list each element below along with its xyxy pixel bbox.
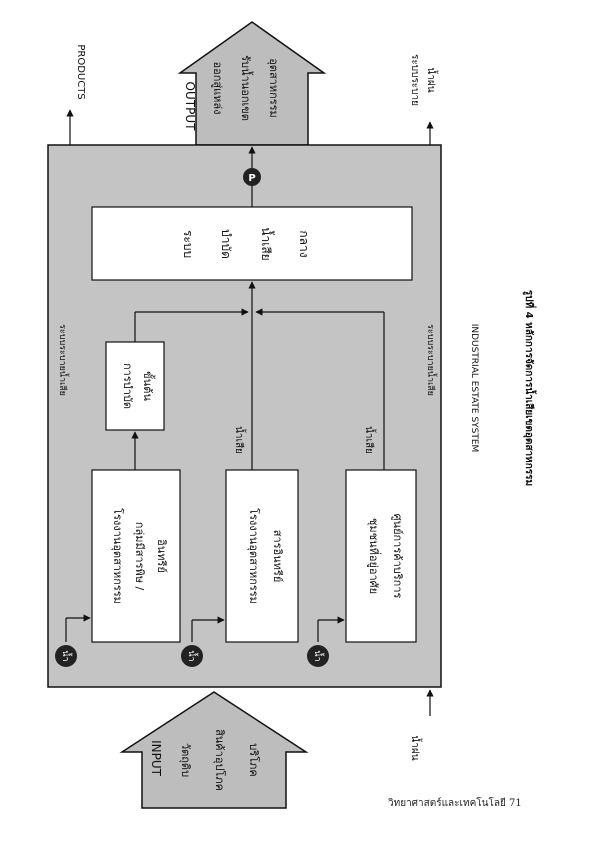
figure-caption: รูปที่ 4 หลักการจัดการน้ำเสียเขตอุตสาหกร… [522,290,537,486]
factory-toxic-text-3: อินทรีย์ [155,539,168,573]
central-text-3: น้ำเสีย [259,227,275,260]
factory-organic-text-1: โรงงานอุตสาหกรรม [247,508,261,604]
rain-label: น้ำฝน [409,735,423,760]
sewer-label-top: ระบบระบายน้ำเสีย [57,324,70,396]
storm-drain-label-1: ระบบระบาย [409,54,420,106]
factory-toxic-text-1: โรงงานอุตสาหกรรม [111,508,125,604]
factory-toxic-text-2: กลุ่มมีสารพิษ / [133,522,146,591]
input-item-1: วัตถุดิบ [179,743,192,777]
output-label: OUTPUT [183,82,197,132]
community-text-1: ชุมชนที่อยู่อาศัย [367,518,382,594]
pump-badge: P [248,173,255,184]
input-label: INPUT [149,740,163,777]
output-arrow [177,21,327,146]
pump-icon [243,168,261,186]
system-caption: INDUSTRIAL ESTATE SYSTEM [469,324,479,453]
wastewater-label-1: น้ำเสีย [233,426,247,454]
wastewater-label-2: น้ำเสีย [363,426,377,454]
community-text-2: ศูนย์การค้าบริการ [391,514,404,599]
community-box [345,469,417,643]
factory-organic-box [225,469,299,643]
pretreat-text-2: ขั้นต้น [141,371,156,401]
pretreat-text-1: การบำบัด [121,363,134,409]
products-label: PRODUCTS [75,44,86,99]
central-text-1: ระบบ [181,230,195,258]
output-item-1: ออกสู่แหล่ง [211,61,224,114]
water-icon-2 [181,645,203,667]
input-item-3: บริโภค [247,743,261,776]
water-icon-3 [307,645,329,667]
output-item-2: รับน้ำนอกเขต [239,55,254,121]
input-arrow [119,691,309,809]
output-item-3: อุตสาหกรรม [267,58,280,118]
water-badge-2: น้ำ [186,650,199,661]
input-item-2: สินค้าอุปโภค [213,729,227,791]
central-text-2: บำบัด [219,229,233,259]
water-icon-1 [55,645,77,667]
central-treatment-box [91,206,413,281]
sewer-label-bottom: ระบบระบายน้ำเสีย [425,324,438,396]
pretreatment-box [105,341,165,431]
storm-drain-label-2: น้ำฝน [425,67,439,92]
factory-organic-text-2: สารอินทรีย์ [271,530,284,583]
factory-toxic-box [91,469,181,643]
page-footer: วิทยาศาสตร์และเทคโนโลยี 71 [388,798,522,809]
central-text-4: กลาง [297,230,311,257]
water-badge-1: น้ำ [60,650,73,661]
water-badge-3: น้ำ [312,650,325,661]
